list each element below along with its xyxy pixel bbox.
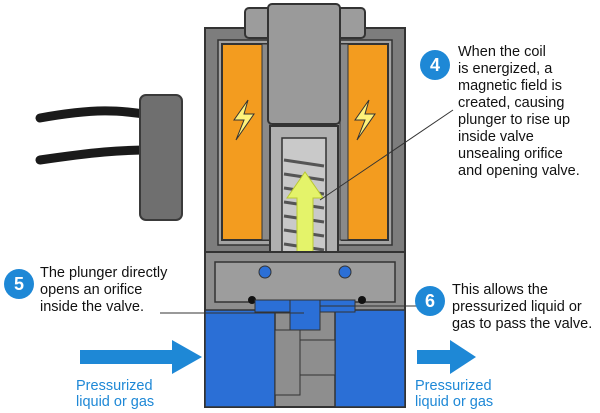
callout-4-line: plunger to rise up	[458, 112, 571, 128]
flow-arrow-icon	[80, 340, 202, 374]
callout-4-badge: 4	[420, 50, 450, 80]
callout-6-line: gas to pass the valve.	[452, 316, 593, 332]
coil-wires	[35, 94, 183, 221]
inlet-label-line: Pressurized	[76, 378, 153, 394]
callout-4-line: is energized, a	[458, 61, 553, 77]
callout-6-text: This allows the pressurized liquid or ga…	[452, 282, 592, 333]
outlet-label-line: liquid or gas	[415, 394, 494, 410]
inlet-label-line: liquid or gas	[76, 394, 155, 410]
callout-4-line: and opening valve.	[458, 163, 580, 179]
callout-4-line: When the coil	[458, 44, 546, 60]
valve-body	[204, 251, 406, 408]
callout-4-line: magnetic field is	[458, 78, 562, 94]
outlet-label-line: Pressurized	[415, 378, 492, 394]
callout-5-line: inside the valve.	[40, 299, 144, 315]
callout-5-badge: 5	[4, 269, 34, 299]
callout-4-leader	[319, 109, 454, 201]
callout-6-badge: 6	[415, 286, 445, 316]
callout-4-line: created, causing	[458, 95, 565, 111]
callout-4-line: unsealing orifice	[458, 146, 563, 162]
lightning-icon	[233, 99, 255, 141]
plunger-stop	[244, 3, 366, 125]
flow-arrow-icon	[417, 340, 476, 374]
callout-5-line: The plunger directly	[40, 265, 168, 281]
callout-6-line: This allows the	[452, 282, 548, 298]
callout-4-text: When the coil is energized, a magnetic f…	[458, 44, 580, 180]
inlet-label: Pressurized liquid or gas	[76, 378, 154, 410]
callout-5-line: opens an orifice	[40, 282, 143, 298]
outlet-label: Pressurized liquid or gas	[415, 378, 493, 410]
callout-4-line: inside valve	[458, 129, 534, 145]
lightning-icon	[354, 99, 376, 141]
callout-6-line: pressurized liquid or	[452, 299, 582, 315]
callout-5-text: The plunger directly opens an orifice in…	[40, 265, 167, 316]
plunger-up-arrow-icon	[286, 171, 324, 259]
